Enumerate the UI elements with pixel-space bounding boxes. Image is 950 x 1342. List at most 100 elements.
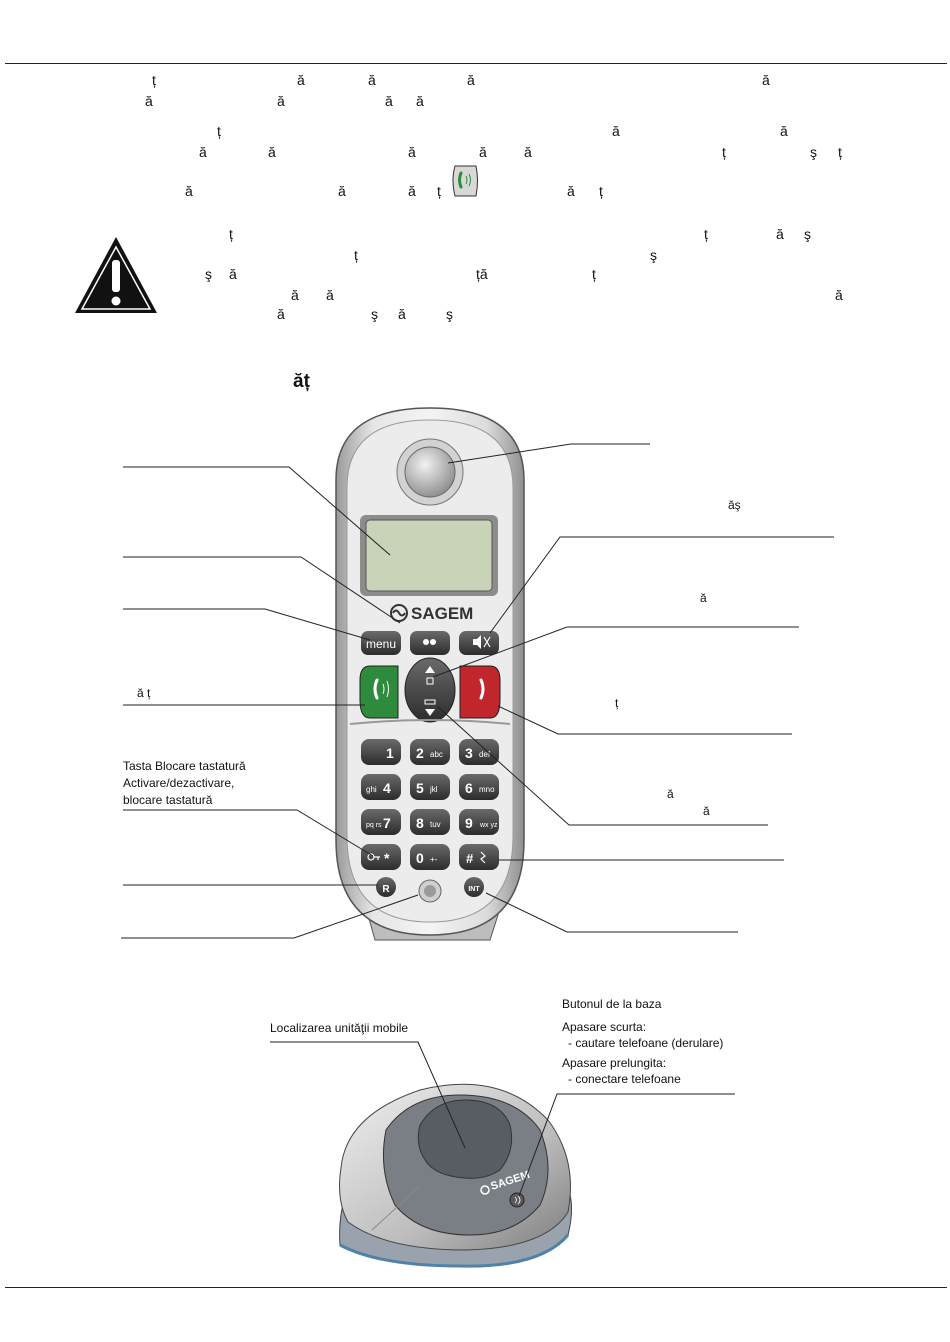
text-fragment: ț xyxy=(354,247,358,263)
text-fragment: ț xyxy=(838,144,842,160)
navigation-key xyxy=(404,657,456,723)
svg-text:6: 6 xyxy=(465,780,473,796)
text-fragment: ă xyxy=(297,72,305,88)
text-fragment: ț xyxy=(217,123,221,139)
text-fragment: ă xyxy=(780,123,788,139)
svg-text:INT: INT xyxy=(468,886,480,893)
svg-text:ghi: ghi xyxy=(366,785,377,794)
sagem-brand: SAGEM xyxy=(411,604,473,623)
bottom-rule xyxy=(5,1287,947,1288)
top-rule xyxy=(5,63,947,64)
text-fragment: ă xyxy=(398,306,406,322)
text-fragment: ț xyxy=(152,72,156,88)
section-title: ăț xyxy=(293,371,310,392)
base-long-press: Apasare prelungita: xyxy=(562,1056,667,1070)
right-label-3: ț xyxy=(615,696,619,710)
text-fragment: ă xyxy=(268,144,276,160)
green-call-key xyxy=(359,665,399,719)
text-fragment: ă xyxy=(277,93,285,109)
svg-text:abc: abc xyxy=(430,750,443,759)
menu-key-label: menu xyxy=(366,637,396,651)
base-short-action: - cautare telefoane (derulare) xyxy=(568,1036,724,1050)
text-fragment: ț xyxy=(592,266,596,282)
handset: SAGEM menu 1 2 abc 3 def ghi 4 xyxy=(335,407,525,941)
text-fragment: ă xyxy=(467,72,475,88)
text-fragment: ț xyxy=(599,183,603,199)
warning-triangle-icon xyxy=(75,237,157,313)
text-fragment: ş xyxy=(810,144,817,160)
text-fragment: ă xyxy=(326,287,334,303)
text-fragment: ă xyxy=(408,183,416,199)
base-locate-label: Localizarea unităţii mobile xyxy=(270,1021,409,1035)
keypad: 1 2 abc 3 def ghi 4 5 jkl 6 mno pq rs 7 … xyxy=(361,739,499,897)
svg-text:def: def xyxy=(479,750,491,759)
text-fragment: ț xyxy=(229,226,233,242)
sagem-logo-icon xyxy=(390,604,408,622)
lock-key-label-line1: Tasta Blocare tastatură xyxy=(123,759,246,773)
base-station: SAGEM xyxy=(339,1083,573,1268)
text-fragment: ă xyxy=(479,144,487,160)
right-label-1: ăş xyxy=(728,498,741,512)
text-fragment: ş xyxy=(446,306,453,322)
paging-button-icon xyxy=(509,1192,525,1208)
svg-text:4: 4 xyxy=(383,780,391,796)
base-long-action: - conectare telefoane xyxy=(568,1072,681,1086)
text-fragment: ă xyxy=(291,287,299,303)
text-fragment: ş xyxy=(371,306,378,322)
svg-text:1: 1 xyxy=(386,745,394,761)
svg-text:mno: mno xyxy=(479,785,495,794)
svg-text:#: # xyxy=(466,851,474,866)
svg-text:7: 7 xyxy=(383,815,391,831)
svg-text:wx yz: wx yz xyxy=(479,822,498,829)
svg-text:+-: +- xyxy=(430,855,438,864)
text-fragment: ş xyxy=(650,247,657,263)
svg-text:2: 2 xyxy=(416,745,424,761)
text-fragment: ă xyxy=(524,144,532,160)
text-fragment: ş xyxy=(804,226,811,242)
handset-screen xyxy=(365,519,493,592)
svg-text:*: * xyxy=(384,850,390,866)
svg-text:3: 3 xyxy=(465,745,473,761)
text-fragment: ă xyxy=(338,183,346,199)
text-fragment: ă xyxy=(776,226,784,242)
svg-text:8: 8 xyxy=(416,815,424,831)
text-fragment: ț xyxy=(437,183,441,199)
base-callout-lines xyxy=(270,1041,735,1197)
text-fragment: ță xyxy=(476,266,488,282)
right-label-4a: ă xyxy=(667,787,674,801)
text-fragment: ş xyxy=(205,266,212,282)
base-button-title: Butonul de la baza xyxy=(562,997,662,1011)
call-key-icon xyxy=(452,165,478,197)
svg-text:pq rs: pq rs xyxy=(366,822,382,829)
right-label-4b: ă xyxy=(703,804,710,818)
text-fragment: ă xyxy=(368,72,376,88)
lock-key-label-line3: blocare tastatură xyxy=(123,793,213,807)
text-fragment: ă xyxy=(762,72,770,88)
svg-text:9: 9 xyxy=(465,815,473,831)
svg-text:R: R xyxy=(382,884,390,895)
svg-text:tuv: tuv xyxy=(430,820,441,829)
red-end-key xyxy=(459,665,501,719)
sagem-logo-icon xyxy=(480,1185,490,1195)
text-fragment: ă xyxy=(416,93,424,109)
call-key-label: ă ț xyxy=(137,686,151,700)
text-fragment: ă xyxy=(229,266,237,282)
text-fragment: ă xyxy=(385,93,393,109)
text-fragment: ă xyxy=(145,93,153,109)
right-label-2: ă xyxy=(700,591,707,605)
text-fragment: ă xyxy=(408,144,416,160)
voicemail-key xyxy=(410,631,450,655)
text-fragment: ț xyxy=(704,226,708,242)
text-fragment: ă xyxy=(835,287,843,303)
text-fragment: ă xyxy=(199,144,207,160)
text-fragment: ț xyxy=(722,144,726,160)
text-fragment: ă xyxy=(612,123,620,139)
lock-key-label-line2: Activare/dezactivare, xyxy=(123,776,235,790)
text-fragment: ă xyxy=(567,183,575,199)
callout-lines xyxy=(121,443,834,939)
text-fragment: ă xyxy=(277,306,285,322)
svg-text:jkl: jkl xyxy=(429,785,438,794)
base-short-press: Apasare scurta: xyxy=(562,1020,647,1034)
menu-key xyxy=(361,631,401,655)
